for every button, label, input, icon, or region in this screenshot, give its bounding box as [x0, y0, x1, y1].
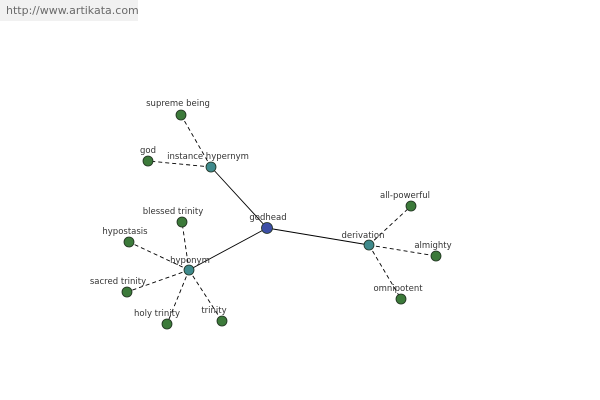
node-godhead[interactable] [261, 222, 273, 234]
node-instance-hypernym[interactable] [205, 161, 217, 173]
edge-hyponym-to-sacred-trinity [126, 269, 190, 293]
labels-layer: godhead instance hypernym hyponym derivatio… [90, 99, 452, 319]
node-holy-trinity[interactable] [161, 318, 173, 330]
node-trinity[interactable] [216, 315, 228, 327]
node-sacred-trinity[interactable] [121, 286, 133, 298]
edge-godhead-to-hyponym [188, 227, 268, 271]
node-label-sacred-trinity: sacred trinity [90, 277, 146, 287]
nodes-layer [121, 109, 442, 330]
node-label-hyponym: hyponym [170, 256, 210, 266]
node-label-supreme-being: supreme being [146, 99, 210, 109]
node-hypostasis[interactable] [123, 236, 135, 248]
node-supreme-being[interactable] [175, 109, 187, 121]
node-label-derivation: derivation [341, 231, 384, 241]
node-label-all-powerful: all-powerful [380, 191, 430, 201]
edge-godhead-to-instance-hypernym [210, 166, 268, 229]
node-omnipotent[interactable] [395, 293, 407, 305]
node-label-holy-trinity: holy trinity [134, 309, 180, 319]
node-all-powerful[interactable] [405, 200, 417, 212]
node-label-hypostasis: hypostasis [102, 227, 148, 237]
edge-hyponym-to-trinity [188, 269, 223, 322]
node-blessed-trinity[interactable] [176, 216, 188, 228]
edges-layer [126, 114, 437, 325]
node-label-trinity: trinity [201, 306, 226, 316]
edge-derivation-to-omnipotent [368, 244, 402, 300]
edge-derivation-to-almighty [368, 244, 437, 257]
edge-hyponym-to-holy-trinity [166, 269, 190, 325]
node-label-god: god [140, 146, 156, 156]
edge-instance-hypernym-to-god [147, 160, 212, 168]
node-god[interactable] [142, 155, 154, 167]
node-label-instance-hypernym: instance hypernym [167, 152, 249, 162]
edge-instance-hypernym-to-supreme-being [180, 114, 212, 168]
node-label-omnipotent: omnipotent [373, 284, 423, 294]
edge-hyponym-to-blessed-trinity [181, 221, 190, 271]
node-label-almighty: almighty [414, 241, 451, 251]
node-derivation[interactable] [363, 239, 375, 251]
edge-derivation-to-all-powerful [368, 205, 412, 246]
node-almighty[interactable] [430, 250, 442, 262]
edge-godhead-to-derivation [266, 227, 370, 246]
source-url-watermark: http://www.artikata.com [0, 0, 139, 21]
node-hyponym[interactable] [183, 264, 195, 276]
node-label-blessed-trinity: blessed trinity [143, 207, 203, 217]
node-label-godhead: godhead [249, 213, 286, 223]
